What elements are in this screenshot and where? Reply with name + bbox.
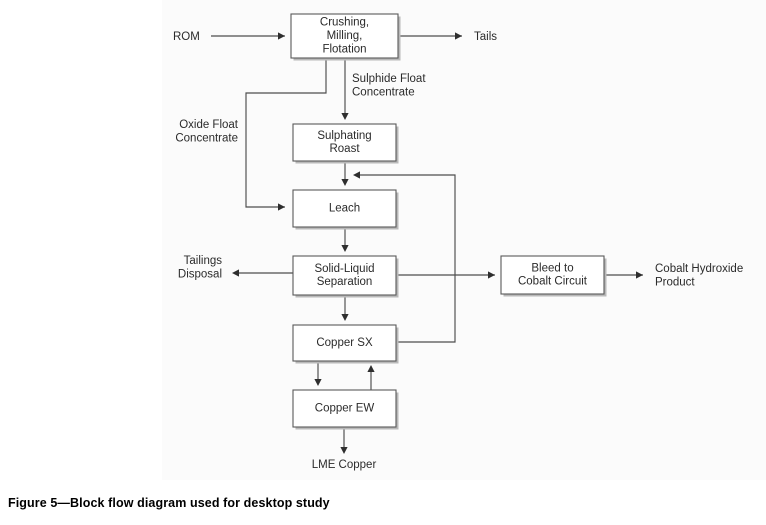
connector-rom-to-crushing xyxy=(211,32,285,40)
node-label: Leach xyxy=(329,203,360,215)
node-box[interactable] xyxy=(292,389,397,428)
figure-caption: Figure 5—Block flow diagram used for des… xyxy=(8,496,330,510)
node-box[interactable] xyxy=(292,255,397,296)
connector-line xyxy=(245,58,327,208)
node-box[interactable] xyxy=(500,255,605,295)
arrow-head-icon xyxy=(278,32,285,40)
stream-label-rom: ROM xyxy=(173,31,200,43)
node-label: Copper SX xyxy=(316,337,373,349)
arrow-head-icon xyxy=(232,269,239,277)
node-box[interactable] xyxy=(292,189,397,228)
node-crushing[interactable]: Crushing,Milling,Flotation xyxy=(290,13,401,61)
stream-label-tails: Tails xyxy=(474,31,497,43)
connector-cuew-to-cusx xyxy=(367,365,375,390)
arrow-head-icon xyxy=(314,379,322,386)
arrow-head-icon xyxy=(353,171,360,179)
connection-layer xyxy=(211,32,643,454)
node-label: Crushing,Milling,Flotation xyxy=(320,17,369,56)
arrow-head-icon xyxy=(367,365,375,372)
node-label: Copper EW xyxy=(315,403,375,415)
arrow-head-icon xyxy=(341,245,349,252)
connector-sls-to-bleed xyxy=(396,271,495,279)
arrow-head-icon xyxy=(455,32,462,40)
connector-recycle-to-leach xyxy=(353,171,456,343)
arrow-head-icon xyxy=(636,271,643,279)
arrow-head-icon xyxy=(340,447,348,454)
connector-crushing-to-roast xyxy=(341,58,349,120)
diagram-background xyxy=(162,0,766,480)
connector-cuew-to-lme xyxy=(340,427,348,454)
node-box[interactable] xyxy=(292,123,397,162)
connector-bleed-to-cobalt xyxy=(604,271,643,279)
connector-cusx-to-cuew xyxy=(314,361,322,386)
arrow-head-icon xyxy=(341,113,349,120)
node-cusx[interactable]: Copper SX xyxy=(292,324,399,364)
arrow-head-icon xyxy=(278,203,285,211)
connector-roast-to-leach xyxy=(341,161,349,186)
node-leach[interactable]: Leach xyxy=(292,189,399,230)
node-cuew[interactable]: Copper EW xyxy=(292,389,399,430)
node-box[interactable] xyxy=(292,324,397,362)
connector-leach-to-sls xyxy=(341,227,349,252)
connector-crushing-to-tails xyxy=(398,32,462,40)
node-box[interactable] xyxy=(290,13,399,59)
connector-sls-to-cusx xyxy=(341,295,349,321)
connector-line xyxy=(357,174,456,343)
arrow-head-icon xyxy=(341,179,349,186)
connector-crushing-to-leach xyxy=(245,58,327,211)
arrow-head-icon xyxy=(341,314,349,321)
arrow-head-icon xyxy=(488,271,495,279)
stream-label-lme-copper: LME Copper xyxy=(312,459,377,471)
connector-sls-to-tailings xyxy=(232,269,293,277)
